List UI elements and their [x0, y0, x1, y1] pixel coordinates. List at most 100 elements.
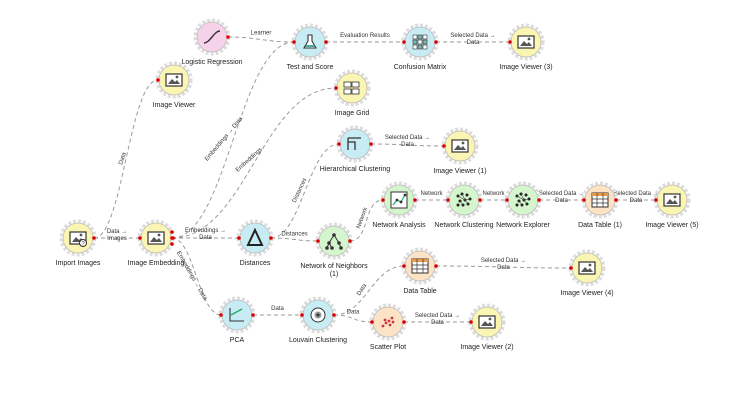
- connection-import-embed[interactable]: Data →Images: [93, 229, 140, 242]
- input-port[interactable]: [402, 40, 406, 44]
- input-port[interactable]: [508, 40, 512, 44]
- connection-dtable1-imgview5[interactable]: Selected Data →Data: [613, 191, 658, 204]
- widget-embed[interactable]: Image Embedding: [128, 219, 185, 267]
- widget-netexp[interactable]: Network Explorer: [496, 181, 551, 229]
- output-port[interactable]: [434, 40, 438, 44]
- connection-scatter-imgview2[interactable]: Selected Data →Data: [404, 313, 471, 326]
- connection-logreg-testscore[interactable]: Learner: [227, 31, 295, 43]
- input-port[interactable]: [446, 198, 450, 202]
- widget-label: Image Grid: [335, 110, 370, 117]
- input-port[interactable]: [469, 320, 473, 324]
- logistic-regression-icon: [203, 30, 221, 44]
- widget-dtable[interactable]: Data Table: [401, 247, 439, 295]
- connection-embed-imggrid[interactable]: Embeddings: [171, 87, 337, 239]
- input-port[interactable]: [582, 198, 586, 202]
- output-port[interactable]: [413, 198, 417, 202]
- connection-embed-pca[interactable]: Embeddings → Data: [171, 237, 222, 316]
- image-viewer-icon: [663, 193, 681, 207]
- input-port[interactable]: [292, 40, 296, 44]
- widget-imgview3[interactable]: Image Viewer (3): [499, 23, 553, 71]
- output-port[interactable]: [332, 313, 336, 317]
- widget-neigh[interactable]: Network of Neighbors(1): [300, 222, 368, 278]
- connection-hclust-imgview1[interactable]: Selected Data →Data: [370, 135, 445, 148]
- distances-icon: [246, 227, 264, 246]
- connection-dist-hclust[interactable]: Distances: [270, 143, 340, 239]
- widget-pca[interactable]: PCA: [218, 296, 256, 344]
- output-port[interactable]: [324, 40, 328, 44]
- output-port[interactable]: [614, 198, 618, 202]
- output-port[interactable]: [269, 236, 273, 240]
- widget-dtable1[interactable]: Data Table (1): [578, 181, 622, 229]
- connection-dtable-imgview4[interactable]: Selected Data →Data: [435, 258, 572, 271]
- widget-imgview2[interactable]: Image Viewer (2): [460, 303, 514, 351]
- connection-import-imgview[interactable]: Data: [93, 79, 159, 239]
- connection-netexp-dtable1[interactable]: Selected Data →Data: [539, 191, 584, 204]
- widget-import[interactable]: ?Import Images: [56, 219, 101, 267]
- widget-scatter[interactable]: Scatter Plot: [369, 303, 407, 351]
- connection-netanal-netclust[interactable]: Network: [415, 191, 448, 201]
- input-port[interactable]: [654, 198, 658, 202]
- connection-embed-dist[interactable]: Embeddings →Data: [171, 228, 239, 241]
- output-port[interactable]: [537, 198, 541, 202]
- connection-label: Data: [347, 310, 360, 316]
- widget-dist[interactable]: Distances: [236, 219, 274, 267]
- connection-dist-neigh[interactable]: Distances: [270, 232, 319, 242]
- connection-label: Selected Data →Data: [613, 191, 658, 204]
- output-port[interactable]: [478, 198, 482, 202]
- output-port[interactable]: [170, 242, 174, 246]
- connection-label: Distances: [292, 177, 309, 203]
- widget-imgview5[interactable]: Image Viewer (5): [645, 181, 699, 229]
- input-port[interactable]: [337, 142, 341, 146]
- output-port[interactable]: [369, 142, 373, 146]
- input-port[interactable]: [334, 86, 338, 90]
- input-port[interactable]: [237, 236, 241, 240]
- output-port[interactable]: [226, 35, 230, 39]
- input-port[interactable]: [316, 239, 320, 243]
- output-port[interactable]: [251, 313, 255, 317]
- widget-imgview1[interactable]: Image Viewer (1): [433, 127, 487, 175]
- output-port[interactable]: [170, 230, 174, 234]
- input-port[interactable]: [442, 144, 446, 148]
- svg-text:?: ?: [81, 242, 85, 248]
- input-port[interactable]: [219, 313, 223, 317]
- output-port[interactable]: [92, 236, 96, 240]
- input-port[interactable]: [505, 198, 509, 202]
- connection-louvain-scatter[interactable]: Data: [333, 310, 373, 323]
- input-port[interactable]: [138, 236, 142, 240]
- widget-netanal[interactable]: Network Analysis: [372, 181, 426, 229]
- widget-logreg[interactable]: Logistic Regression: [181, 18, 243, 66]
- widget-imgview[interactable]: Image Viewer: [153, 61, 196, 109]
- connection-label: Distances: [281, 232, 307, 238]
- widget-louvain[interactable]: Louvain Clustering: [289, 296, 347, 344]
- connection-label: Embeddings: [235, 147, 264, 174]
- input-port[interactable]: [370, 320, 374, 324]
- widget-confmat[interactable]: Confusion Matrix: [394, 23, 447, 71]
- widget-hclust[interactable]: Hierarchical Clustering: [320, 125, 391, 173]
- connection-pca-louvain[interactable]: Data: [253, 306, 302, 316]
- widget-label: Image Viewer (5): [645, 222, 698, 229]
- widget-label: Confusion Matrix: [394, 64, 447, 71]
- widget-imggrid[interactable]: Image Grid: [333, 69, 371, 117]
- input-port[interactable]: [569, 266, 573, 270]
- test-and-score-icon: [303, 34, 317, 49]
- widget-label: Network Analysis: [372, 222, 426, 229]
- connection-confmat-imgview3[interactable]: Selected Data →Data: [436, 33, 510, 46]
- widget-netclust[interactable]: Network Clustering: [434, 181, 494, 229]
- output-port[interactable]: [171, 236, 175, 240]
- widget-testscore[interactable]: Test and Score: [287, 23, 334, 71]
- connection-netclust-netexp[interactable]: Network: [480, 191, 507, 201]
- output-port[interactable]: [402, 320, 406, 324]
- output-port[interactable]: [348, 239, 352, 243]
- input-port[interactable]: [402, 264, 406, 268]
- connection-testscore-confmat[interactable]: Evaluation Results: [326, 33, 404, 43]
- input-port[interactable]: [300, 313, 304, 317]
- widget-imgview4[interactable]: Image Viewer (4): [560, 249, 614, 297]
- output-port[interactable]: [434, 264, 438, 268]
- input-port[interactable]: [156, 78, 160, 82]
- image-embedding-icon: [147, 231, 165, 245]
- widget-label: Network Explorer: [496, 222, 550, 229]
- network-of-neighbors-icon: [325, 233, 343, 250]
- connection-neigh-netanal[interactable]: Network: [349, 199, 384, 242]
- input-port[interactable]: [381, 198, 385, 202]
